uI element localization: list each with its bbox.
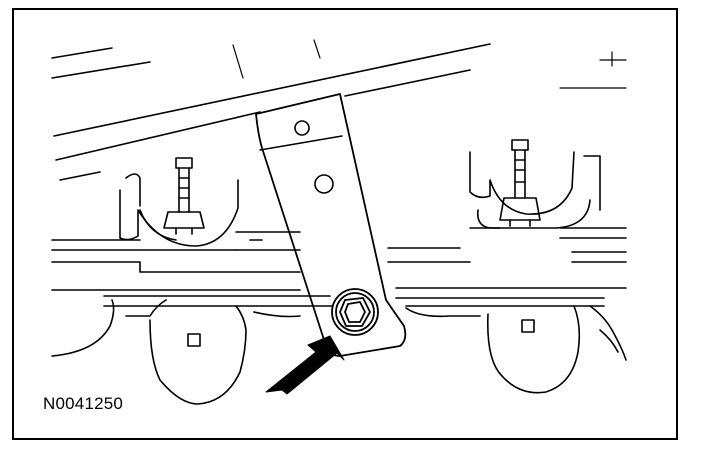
bracket-lower-hole bbox=[314, 174, 334, 194]
figure-reference-code: N0041250 bbox=[43, 394, 124, 413]
right-bearing-cap bbox=[469, 151, 601, 229]
upper-cover-outline bbox=[51, 39, 627, 181]
lifting-bracket bbox=[255, 93, 407, 357]
lower-head-casting bbox=[51, 299, 627, 405]
figure-frame bbox=[12, 8, 678, 440]
bracket-upper-hole bbox=[294, 120, 310, 136]
right-stud bbox=[499, 139, 541, 227]
cylinder-head-rails bbox=[51, 227, 627, 307]
callout-arrow bbox=[265, 335, 345, 395]
left-stud bbox=[163, 157, 205, 235]
bracket-bolt bbox=[331, 288, 379, 336]
